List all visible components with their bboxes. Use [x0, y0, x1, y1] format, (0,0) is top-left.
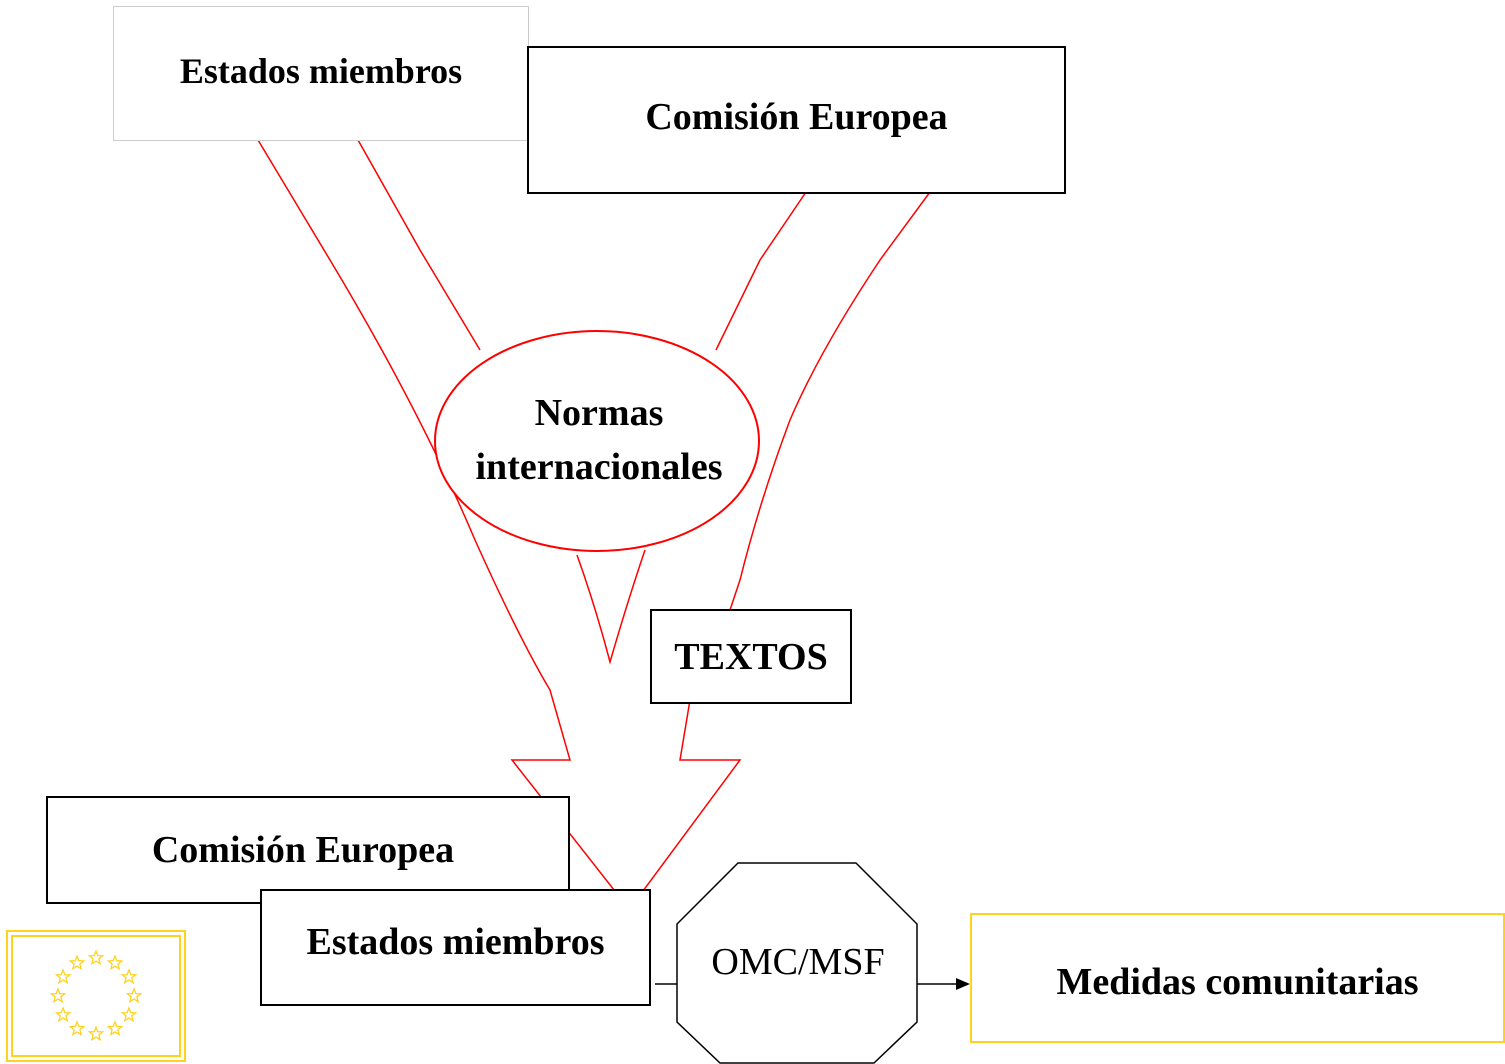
- star-icon: [54, 1006, 72, 1023]
- star-icon: [68, 1020, 86, 1037]
- omc-msf-label: OMC/MSF: [711, 941, 885, 983]
- red-arrow-left-inner: [357, 139, 481, 351]
- star-icon: [54, 968, 72, 985]
- textos-box: TEXTOS: [650, 609, 852, 704]
- normas-line1: Normas: [534, 392, 664, 434]
- star-icon: [87, 1025, 105, 1042]
- star-icon: [87, 949, 105, 966]
- normas-ellipse: [434, 330, 760, 552]
- bottom-estados-miembros-label: Estados miembros: [306, 920, 605, 963]
- top-estados-miembros-label: Estados miembros: [179, 50, 463, 91]
- bottom-comision-europea-label: Comisión Europea: [151, 829, 455, 871]
- red-arrow-left-outer: [257, 139, 619, 896]
- star-icon: [106, 954, 124, 971]
- star-icon: [120, 968, 138, 985]
- red-chevron-down: [576, 549, 646, 665]
- red-arrow-right-outer: [719, 191, 931, 641]
- top-estados-miembros-box: Estados miembros: [113, 6, 529, 141]
- arrowhead-icon: [956, 978, 970, 990]
- star-icon: [49, 987, 67, 1004]
- normas-line2: internacionales: [475, 446, 723, 488]
- star-icon: [106, 1020, 124, 1037]
- red-arrow-right-lower: [639, 699, 742, 896]
- eu-flag-icon: [6, 930, 186, 1062]
- star-icon: [120, 1006, 138, 1023]
- top-comision-europea-label: Comisión Europea: [645, 96, 948, 138]
- textos-label: TEXTOS: [674, 635, 828, 678]
- red-arrow-right-inner: [715, 191, 807, 351]
- bottom-estados-miembros-box: Estados miembros: [260, 889, 651, 1006]
- top-comision-europea-box: Comisión Europea: [527, 46, 1066, 194]
- star-icon: [68, 954, 86, 971]
- medidas-comunitarias-box: Medidas comunitarias: [970, 913, 1505, 1043]
- medidas-comunitarias-label: Medidas comunitarias: [1056, 961, 1419, 1003]
- star-icon: [125, 987, 143, 1004]
- omc-msf-octagon: [676, 862, 918, 1064]
- star-ring: [49, 949, 143, 1042]
- normas-internacionales-label: Normas internacionales: [440, 386, 758, 494]
- bottom-comision-europea-box: Comisión Europea: [46, 796, 570, 904]
